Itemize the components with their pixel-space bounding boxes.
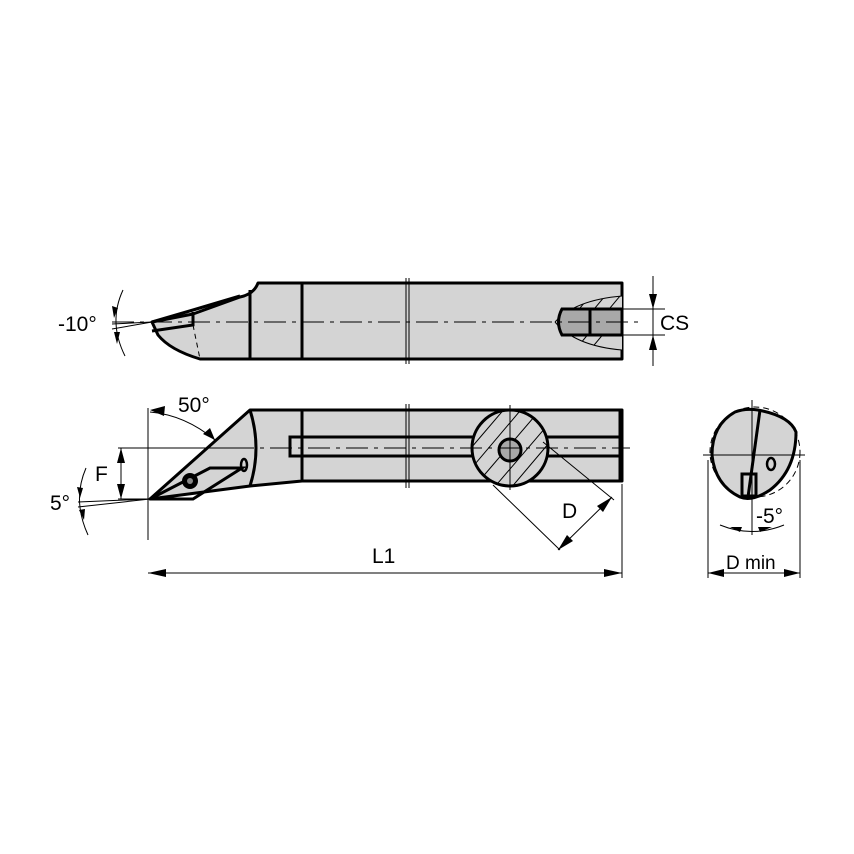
end-view: -5° D min — [703, 400, 805, 578]
top-view-shank — [300, 408, 624, 483]
side-view-shank — [150, 281, 624, 361]
length-l1-label: L1 — [372, 545, 395, 568]
top-view: 50° F 5° D L1 — [50, 394, 630, 578]
lead-angle-label: 50° — [178, 394, 210, 417]
clearance-angle-label: 5° — [50, 492, 70, 515]
offset-f-label: F — [95, 463, 108, 486]
side-angle-label: -10° — [58, 313, 97, 336]
side-view: -10° CS — [58, 276, 689, 366]
cs-dimension-label: CS — [660, 312, 689, 335]
rake-angle-label: -5° — [756, 505, 783, 528]
diameter-d-label: D — [562, 500, 577, 523]
min-bore-label: D min — [726, 553, 776, 574]
